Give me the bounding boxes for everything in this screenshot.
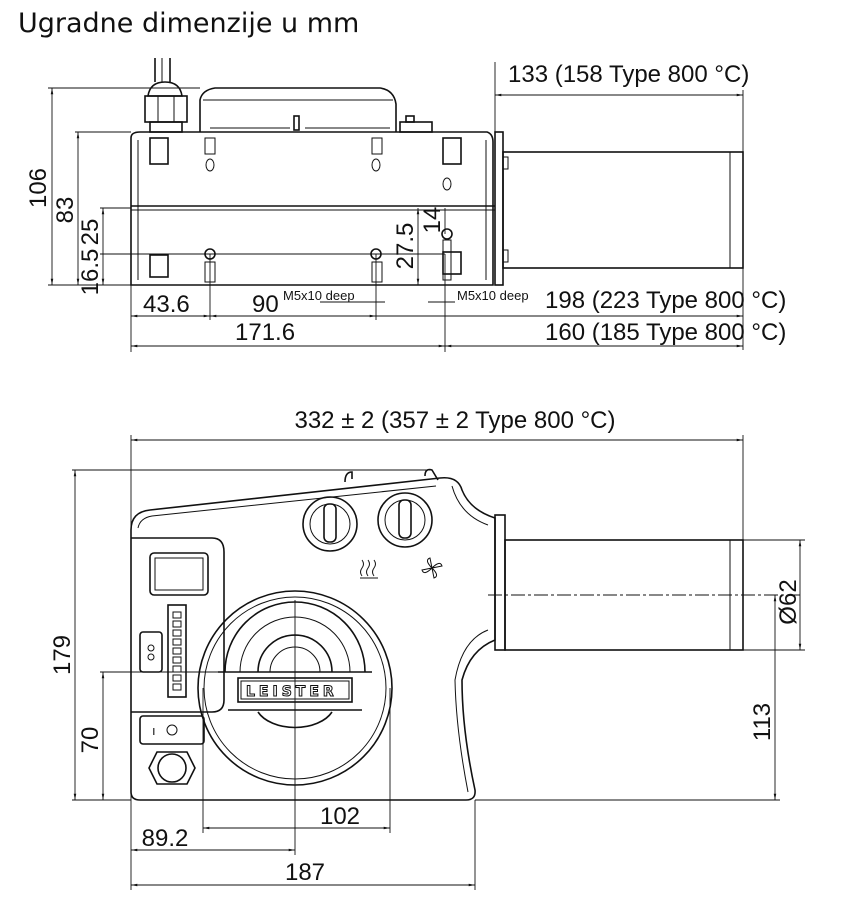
dim-179: 179 xyxy=(49,635,76,675)
display xyxy=(149,552,209,596)
dim-43-6: 43.6 xyxy=(143,291,190,318)
connector-pins xyxy=(172,611,182,691)
dim-102: 102 xyxy=(320,803,360,830)
dim-171-6: 171.6 xyxy=(235,319,295,346)
dim-198: 198 (223 Type 800 °C) xyxy=(545,287,786,314)
thread-label-1: M5x10 deep xyxy=(283,288,355,303)
nozzle-tube xyxy=(502,151,744,269)
front-view: ı LEISTER xyxy=(49,407,805,890)
dim-106: 106 xyxy=(25,168,52,208)
temperature-dial xyxy=(302,496,358,552)
fan-icon xyxy=(421,557,443,579)
dim-70: 70 xyxy=(77,727,104,754)
cable-gland xyxy=(144,81,188,133)
dim-89-2: 89.2 xyxy=(142,825,189,852)
thread-label-2: M5x10 deep xyxy=(457,288,529,303)
leister-logo: LEISTER xyxy=(246,684,338,700)
dim-113: 113 xyxy=(749,703,776,741)
control-panel xyxy=(131,537,225,713)
dim-160: 160 (185 Type 800 °C) xyxy=(545,319,786,346)
housing-outline xyxy=(130,476,496,801)
flange xyxy=(494,514,506,651)
housing-top xyxy=(130,131,494,286)
knob-top xyxy=(399,121,433,133)
cable-gland-front xyxy=(148,751,196,785)
page-title: Ugradne dimenzije u mm xyxy=(18,8,360,39)
cable xyxy=(154,58,171,82)
dim-83: 83 xyxy=(52,197,79,224)
top-view: 133 (158 Type 800 °C) 106 83 25 16.5 27.… xyxy=(25,58,786,352)
dim-25: 25 xyxy=(77,219,104,246)
dim-diameter-62: Ø62 xyxy=(775,579,802,624)
airflow-dial xyxy=(377,492,433,548)
flange xyxy=(494,131,504,286)
dim-187: 187 xyxy=(285,859,325,886)
switch-symbols: ı xyxy=(152,723,156,738)
top-cap xyxy=(199,87,397,132)
heat-icon xyxy=(360,559,378,579)
dim-14: 14 xyxy=(419,207,446,234)
connector-strip xyxy=(167,604,187,698)
mount-hole xyxy=(441,228,453,240)
power-switch xyxy=(139,715,205,745)
dim-133: 133 (158 Type 800 °C) xyxy=(508,61,749,88)
dim-27-5: 27.5 xyxy=(392,223,419,270)
socket xyxy=(139,631,163,673)
dim-16-5: 16.5 xyxy=(77,249,104,296)
dim-90: 90 xyxy=(252,291,279,318)
dim-332: 332 ± 2 (357 ± 2 Type 800 °C) xyxy=(294,407,615,434)
